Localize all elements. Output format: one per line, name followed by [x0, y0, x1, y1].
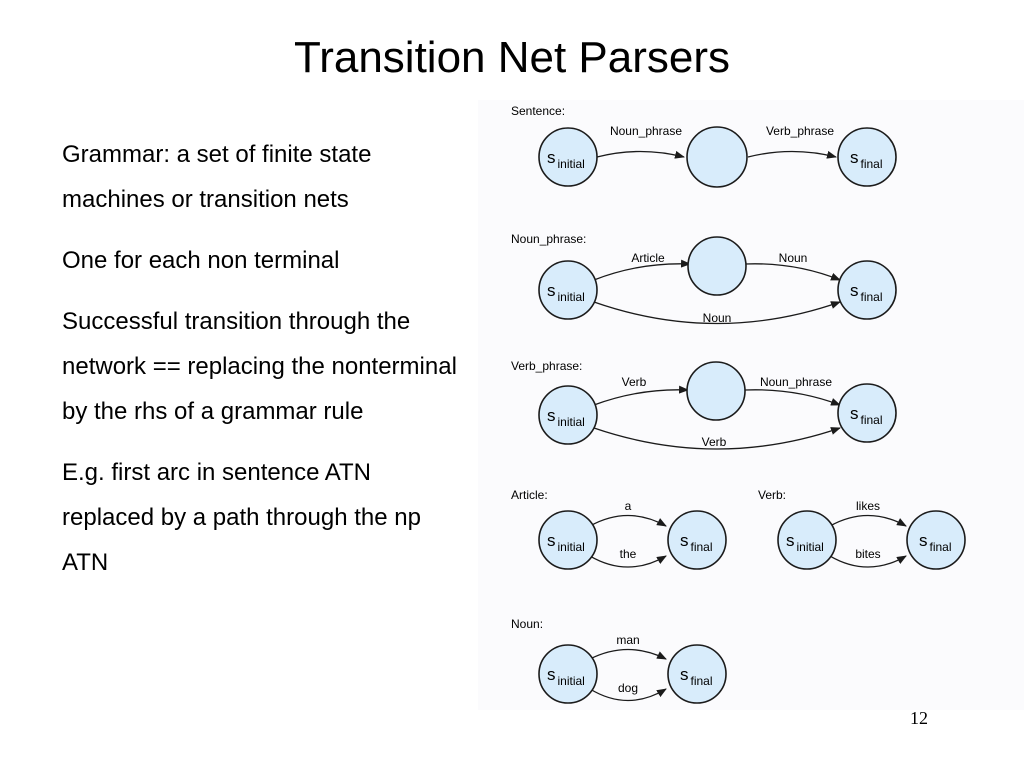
- article-bottom-arc: [589, 555, 667, 568]
- verb-phrase-final-state: [837, 383, 897, 443]
- verb-phrase-net-label: Verb_phrase:: [511, 359, 582, 373]
- noun-net-label: Noun:: [511, 617, 543, 631]
- verb-phrase-middle-state: [686, 361, 746, 421]
- noun-phrase-arc2-label: Noun: [779, 251, 808, 265]
- noun-phrase-arc1-label: Article: [631, 251, 665, 265]
- noun-initial-state: [538, 644, 598, 704]
- article-net-label: Article:: [511, 488, 548, 502]
- verb-bottom-arc: [829, 555, 907, 568]
- noun-bottom-arc: [589, 688, 667, 702]
- sentence-arc1-label: Noun_phrase: [610, 124, 682, 138]
- noun-final-state: [667, 644, 727, 704]
- verb-bottom-arc-label: bites: [855, 547, 880, 561]
- noun-phrase-middle-state: [687, 236, 747, 296]
- verb-phrase-bottom-arc: [593, 427, 841, 450]
- noun-phrase-bottom-arc: [593, 301, 841, 325]
- article-bottom-arc-label: the: [620, 547, 637, 561]
- noun-top-arc-label: man: [616, 633, 639, 647]
- bullet-grammar: Grammar: a set of finite state machines …: [62, 141, 372, 213]
- sentence-net-label: Sentence:: [511, 104, 565, 118]
- noun-phrase-bottom-arc-label: Noun: [703, 311, 732, 325]
- sentence-initial-state: [538, 127, 598, 187]
- noun-phrase-arc2: [744, 263, 841, 281]
- verb-phrase-bottom-arc-label: Verb: [702, 435, 727, 449]
- verb-top-arc: [829, 514, 907, 527]
- bullet-list: Grammar: a set of finite state machines …: [62, 132, 462, 601]
- verb-net-label: Verb:: [758, 488, 786, 502]
- article-initial-state: [538, 510, 598, 570]
- sentence-arc1: [596, 150, 685, 159]
- page-number: 12: [910, 708, 928, 728]
- bullet-successful-transition: Successful transition through the networ…: [62, 308, 457, 425]
- verb-final-state: [906, 510, 966, 570]
- noun-phrase-final-state: [837, 260, 897, 320]
- verb-phrase-arc2-label: Noun_phrase: [760, 375, 832, 389]
- verb-phrase-arc1-label: Verb: [622, 375, 647, 389]
- sentence-arc2-label: Verb_phrase: [766, 124, 834, 138]
- noun-bottom-arc-label: dog: [618, 681, 638, 695]
- verb-initial-state: [777, 510, 837, 570]
- article-top-arc: [589, 514, 667, 527]
- bullet-one-per-nonterminal: One for each non terminal: [62, 247, 340, 274]
- slide-title: Transition Net Parsers: [293, 33, 731, 82]
- article-top-arc-label: a: [625, 499, 632, 513]
- sentence-arc2: [747, 150, 837, 159]
- noun-top-arc: [589, 648, 667, 660]
- verb-phrase-arc1: [593, 385, 689, 406]
- noun-phrase-arc1: [593, 259, 691, 281]
- verb-phrase-arc2: [744, 389, 841, 406]
- article-final-state: [667, 510, 727, 570]
- verb-phrase-initial-state: [538, 385, 598, 445]
- noun-phrase-initial-state: [538, 260, 598, 320]
- sentence-final-state: [837, 127, 897, 187]
- noun-phrase-net-label: Noun_phrase:: [511, 232, 586, 246]
- bullet-example: E.g. first arc in sentence ATN replaced …: [62, 459, 421, 576]
- verb-top-arc-label: likes: [856, 499, 880, 513]
- sentence-middle-state: [686, 126, 748, 188]
